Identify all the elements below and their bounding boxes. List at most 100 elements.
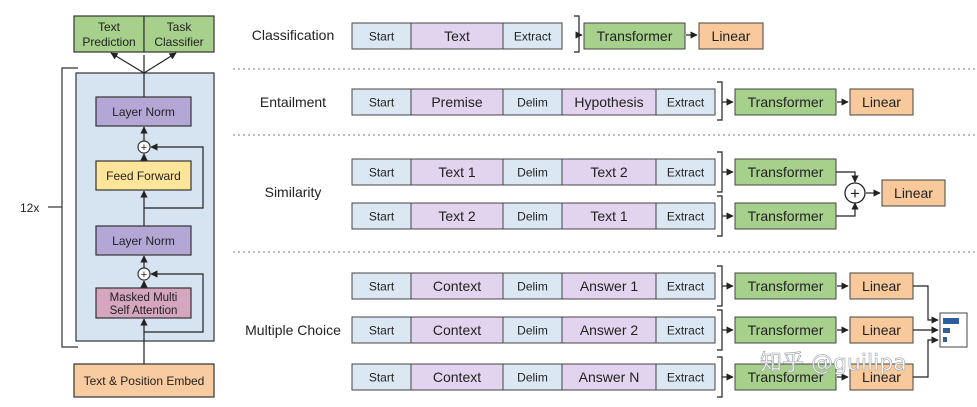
- entailment-transformer: [734, 88, 837, 116]
- similarity-row-0-token-1: [410, 158, 504, 186]
- similarity-add-symbol: +: [850, 184, 860, 203]
- mc-row-2-token-4-label: Extract: [667, 370, 705, 384]
- task-classifier-head: [143, 15, 215, 53]
- model-panel: 12x Layer Norm + Feed Forward Layer Norm…: [20, 15, 215, 398]
- entailment-token-2-label: Delim: [517, 95, 548, 109]
- mc-row-1-token-3-label: Answer 2: [580, 322, 639, 338]
- classification-token-1-label: Text: [444, 28, 470, 44]
- similarity-linear: [881, 179, 946, 207]
- similarity-add-circle: [844, 182, 866, 204]
- mc-transformer-2-label: Transformer: [748, 369, 824, 385]
- mc-row-1-token-2-label: Delim: [517, 323, 548, 337]
- similarity-row-1-token-2: [502, 202, 563, 230]
- mc-transformer-1-label: Transformer: [748, 322, 824, 338]
- similarity-row-0-token-3-label: Text 2: [590, 164, 628, 180]
- mc-row-2-token-1-label: Context: [433, 369, 481, 385]
- classification-token-0-label: Start: [369, 29, 395, 43]
- mc-transformer-2: [734, 363, 837, 391]
- mc-row-0-token-0: [351, 272, 412, 300]
- classification-linear: [698, 22, 764, 50]
- mc-row-2-token-1: [410, 363, 504, 391]
- mc-linear-2-label: Linear: [862, 369, 901, 385]
- entailment-linear: [849, 88, 914, 116]
- entailment-token-1: [410, 88, 504, 116]
- mc-transformer-1: [734, 316, 837, 344]
- similarity-row-1-token-4-label: Extract: [667, 209, 705, 223]
- similarity-row-1-token-2-label: Delim: [517, 209, 548, 223]
- watermark: 知乎 @guilipa: [760, 351, 907, 376]
- similarity-row-1-token-4: [655, 202, 716, 230]
- masked-attention-box: [95, 287, 192, 319]
- similarity-row-1-token-0-label: Start: [369, 209, 395, 223]
- mc-row-1-token-0-label: Start: [369, 323, 395, 337]
- entailment-token-4-label: Extract: [667, 95, 705, 109]
- entailment-transformer-label: Transformer: [748, 94, 824, 110]
- similarity-row-0-token-2: [502, 158, 563, 186]
- entailment-token-0: [351, 88, 412, 116]
- head-1-line1: Text: [98, 20, 121, 34]
- mc-row-0-token-1-label: Context: [433, 278, 481, 294]
- mc-row-2-token-0-label: Start: [369, 370, 395, 384]
- similarity-row-1-token-3: [561, 202, 657, 230]
- entailment-token-4: [655, 88, 716, 116]
- similarity-row-1-token-3-label: Text 1: [590, 208, 628, 224]
- mc-row-0-token-3-label: Answer 1: [580, 278, 639, 294]
- similarity-transformer-1-label: Transformer: [748, 208, 824, 224]
- mc-row-2-token-4: [655, 363, 716, 391]
- head-1-line2: Prediction: [82, 35, 135, 49]
- classification-transformer-label: Transformer: [597, 28, 673, 44]
- mc-row-0-token-2-label: Delim: [517, 279, 548, 293]
- classification-token-1: [410, 22, 504, 50]
- attention-label-line2: Self Attention: [110, 305, 178, 317]
- embed-label: Text & Position Embed: [84, 374, 205, 388]
- classification-token-0: [351, 22, 412, 50]
- mc-linear-0: [849, 272, 914, 300]
- mc-row-0-token-4-label: Extract: [667, 279, 705, 293]
- add-symbol-top: +: [141, 142, 147, 154]
- task-label-multiple-choice: Multiple Choice: [245, 322, 341, 338]
- mc-linear-0-label: Linear: [862, 278, 901, 294]
- mc-linear-1: [849, 316, 914, 344]
- mc-row-2-token-3-label: Answer N: [579, 369, 640, 385]
- similarity-row-0-token-1-label: Text 1: [438, 164, 476, 180]
- similarity-row-0-token-4-label: Extract: [667, 165, 705, 179]
- task-label-similarity: Similarity: [265, 184, 322, 200]
- mc-row-1-token-3: [561, 316, 657, 344]
- mc-row-2-token-0: [351, 363, 412, 391]
- mc-row-1-token-1-label: Context: [433, 322, 481, 338]
- similarity-row-0-token-0: [351, 158, 412, 186]
- entailment-token-3-label: Hypothesis: [574, 94, 643, 110]
- task-label-entailment: Entailment: [260, 94, 326, 110]
- mc-row-1-token-4-label: Extract: [667, 323, 705, 337]
- mc-row-1-token-2: [502, 316, 563, 344]
- similarity-row-1-token-0: [351, 202, 412, 230]
- mc-row-1-token-1: [410, 316, 504, 344]
- head-2-line1: Task: [167, 20, 193, 34]
- similarity-row-0-token-4: [655, 158, 716, 186]
- similarity-transformer-0-label: Transformer: [748, 164, 824, 180]
- attention-label-line1: Masked Multi: [110, 292, 178, 304]
- similarity-row-1-token-1-label: Text 2: [438, 208, 476, 224]
- mc-transformer-0-label: Transformer: [748, 278, 824, 294]
- classification-token-2: [502, 22, 563, 50]
- mc-row-0-token-0-label: Start: [369, 279, 395, 293]
- add-symbol-bottom: +: [141, 269, 147, 281]
- classification-linear-label: Linear: [712, 28, 751, 44]
- softmax-icon: [939, 312, 968, 348]
- head-2-line2: Classifier: [154, 35, 203, 49]
- mc-row-0-token-4: [655, 272, 716, 300]
- layer-norm-bottom-label: Layer Norm: [112, 234, 175, 248]
- layer-norm-top-label: Layer Norm: [112, 105, 175, 119]
- mc-linear-1-label: Linear: [862, 322, 901, 338]
- task-label-classification: Classification: [252, 27, 334, 43]
- similarity-linear-label: Linear: [894, 185, 933, 201]
- entailment-token-0-label: Start: [369, 95, 395, 109]
- similarity-row-0-token-0-label: Start: [369, 165, 395, 179]
- text-prediction-head: [73, 15, 145, 53]
- entailment-linear-label: Linear: [862, 94, 901, 110]
- mc-row-2-token-2-label: Delim: [517, 370, 548, 384]
- similarity-row-0-token-3: [561, 158, 657, 186]
- classification-token-2-label: Extract: [514, 29, 552, 43]
- classification-transformer: [583, 22, 686, 50]
